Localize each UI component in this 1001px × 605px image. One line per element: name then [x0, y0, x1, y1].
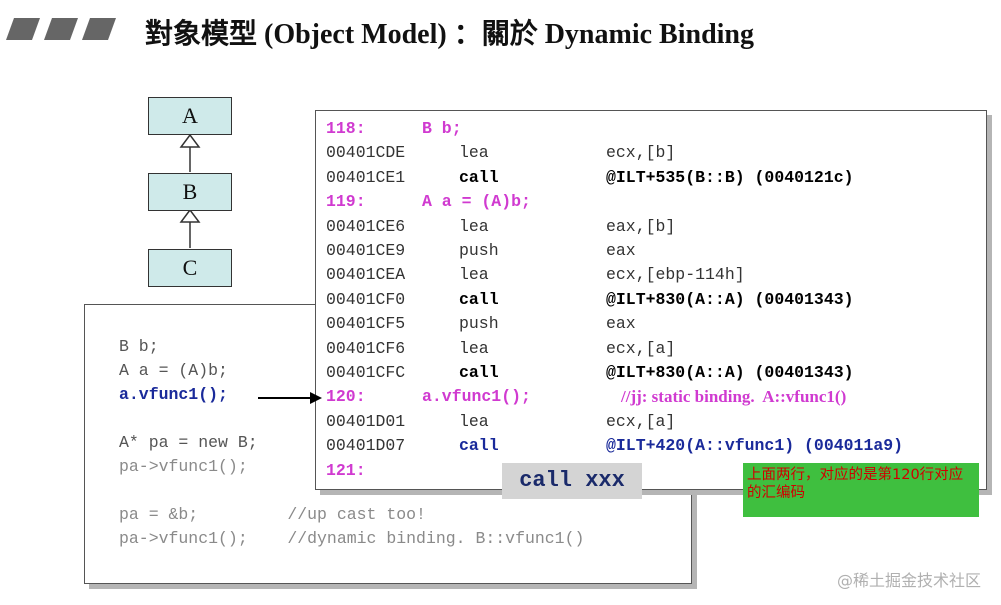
- asm-address: 00401CDE: [326, 143, 406, 163]
- asm-address: 00401D07: [326, 436, 406, 456]
- source-statement: A a = (A)b;: [422, 192, 531, 212]
- source-line: pa = &b; //up cast too!: [119, 505, 426, 524]
- assembly-row: 00401CE9 push eax: [326, 239, 976, 263]
- watermark-text: @稀土掘金技术社区: [836, 571, 981, 590]
- asm-opcode: lea: [459, 265, 489, 285]
- annotation-note: 上面两行，对应的是第120行对应的汇编码: [743, 463, 979, 517]
- assembly-row: 00401CF0 call @ILT+830(A::A) (00401343): [326, 288, 976, 312]
- source-line: pa->vfunc1(); //dynamic binding. B::vfun…: [119, 529, 585, 548]
- asm-opcode: lea: [459, 338, 489, 358]
- source-line-marker: 118: B b;: [326, 117, 976, 141]
- title-decoration: [6, 18, 116, 40]
- source-comment: //jj: static binding. A::vfunc1(): [621, 387, 847, 407]
- line-number: 120:: [326, 387, 366, 407]
- source-line-marker: 121:: [326, 459, 976, 483]
- assembly-row: 00401D01 lea ecx,[a]: [326, 410, 976, 434]
- asm-operand: ecx,[b]: [606, 143, 676, 163]
- assembly-row: 00401CF6 lea ecx,[a]: [326, 337, 976, 361]
- class-a-box: A: [148, 97, 232, 135]
- asm-opcode: push: [459, 314, 499, 334]
- asm-operand: eax,[b]: [606, 216, 676, 236]
- source-statement: B b;: [422, 119, 462, 138]
- asm-operand: @ILT+830(A::A) (00401343): [606, 289, 854, 309]
- asm-address: 00401CE1: [326, 167, 406, 187]
- arrow-icon: [258, 392, 322, 404]
- asm-address: 00401CF6: [326, 338, 406, 358]
- asm-operand: ecx,[a]: [606, 411, 676, 431]
- assembly-row: 00401D07 call @ILT+420(A::vfunc1) (004011a…: [326, 434, 976, 458]
- asm-opcode: lea: [459, 143, 489, 163]
- asm-operand: @ILT+535(B::B) (0040121c): [606, 167, 854, 187]
- asm-opcode: call: [459, 289, 499, 309]
- assembly-row: 00401CFC call @ILT+830(A::A) (00401343): [326, 361, 976, 385]
- inheritance-diagram: [179, 133, 201, 248]
- source-line: A* pa = new B;: [119, 433, 258, 452]
- asm-operand: @ILT+830(A::A) (00401343): [606, 363, 854, 382]
- call-xxx-label: call xxx: [502, 463, 642, 499]
- class-b-box: B: [148, 173, 232, 211]
- source-statement: a.vfunc1();: [422, 387, 531, 407]
- asm-opcode: call: [459, 436, 499, 456]
- asm-opcode: lea: [459, 411, 489, 431]
- page-title: 對象模型 (Object Model) ：關於 Dynamic Binding: [145, 19, 754, 50]
- asm-address: 00401D01: [326, 411, 406, 431]
- assembly-row: 00401CE1 call @ILT+535(B::B) (0040121c): [326, 166, 976, 190]
- asm-opcode: call: [459, 167, 499, 187]
- source-line: pa->vfunc1();: [119, 457, 248, 476]
- asm-opcode: call: [459, 363, 499, 382]
- asm-address: 00401CFC: [326, 363, 406, 382]
- asm-address: 00401CE9: [326, 241, 406, 260]
- asm-operand: ecx,[a]: [606, 338, 676, 358]
- source-line: B b;: [119, 337, 159, 356]
- asm-address: 00401CF0: [326, 289, 406, 309]
- source-line: A a = (A)b;: [119, 361, 228, 380]
- source-line-marker: 120: a.vfunc1(); //jj: static binding. A::…: [326, 385, 976, 409]
- line-number: 118:: [326, 119, 366, 138]
- assembly-panel: 118: B b; 00401CDE lea ecx,[b] 00401CE1 call @I…: [315, 110, 987, 490]
- asm-operand: ecx,[ebp-114h]: [606, 265, 745, 285]
- class-c-box: C: [148, 249, 232, 287]
- assembly-row: 00401CEA lea ecx,[ebp-114h]: [326, 263, 976, 287]
- asm-opcode: push: [459, 241, 499, 260]
- line-number: 119:: [326, 192, 366, 212]
- asm-operand: eax: [606, 241, 636, 260]
- asm-opcode: lea: [459, 216, 489, 236]
- source-line-marker: 119: A a = (A)b;: [326, 190, 976, 214]
- asm-address: 00401CF5: [326, 314, 406, 334]
- assembly-row: 00401CF5 push eax: [326, 312, 976, 336]
- assembly-row: 00401CDE lea ecx,[b]: [326, 141, 976, 165]
- line-number: 121:: [326, 460, 366, 480]
- source-line: a.vfunc1();: [119, 385, 228, 404]
- asm-operand: @ILT+420(A::vfunc1) (004011a9): [606, 436, 904, 456]
- assembly-row: 00401CE6 lea eax,[b]: [326, 215, 976, 239]
- asm-address: 00401CEA: [326, 265, 406, 285]
- asm-address: 00401CE6: [326, 216, 406, 236]
- asm-operand: eax: [606, 314, 636, 334]
